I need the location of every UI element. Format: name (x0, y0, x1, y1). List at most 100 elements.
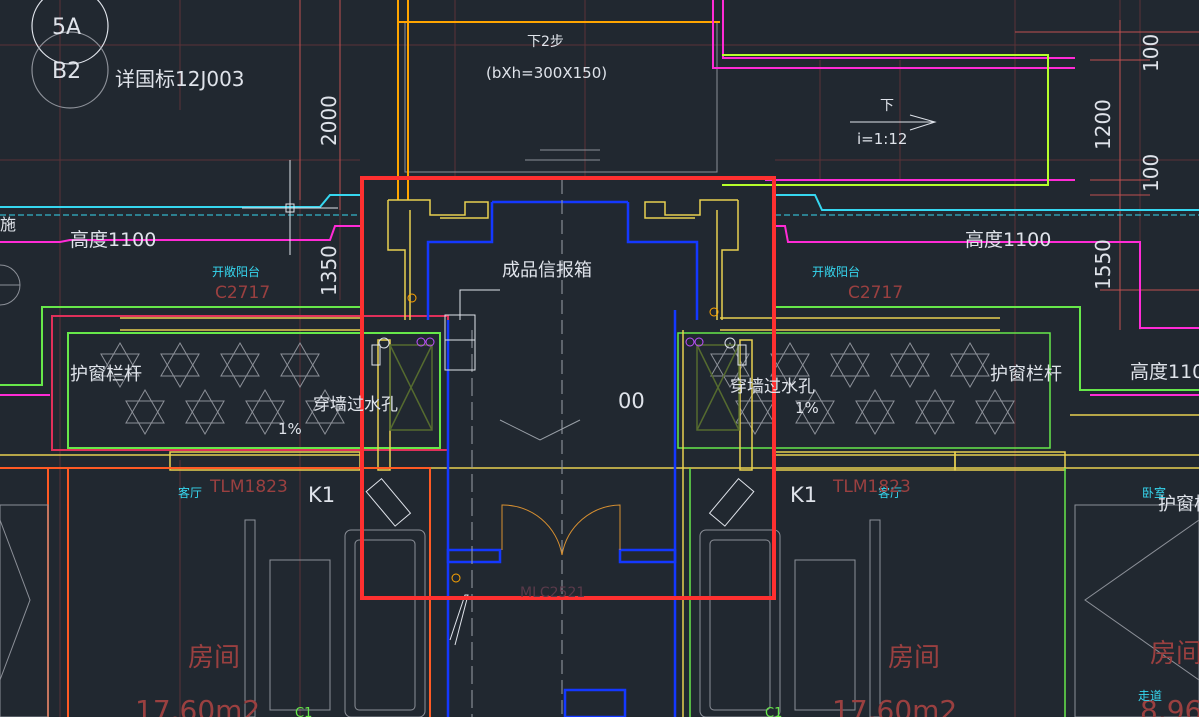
rail-star-mark (890, 353, 930, 389)
furniture (0, 478, 1199, 717)
label-rail-right: 护窗栏杆 (990, 364, 1062, 385)
label-k1-left: K1 (308, 483, 335, 507)
grid-bubble-5a (31, 0, 109, 65)
label-detail-ref: 详国标12J003 (115, 67, 245, 91)
grid-bubble-b2 (31, 31, 109, 109)
rail-star-mark (915, 388, 955, 424)
green-room-walls (689, 468, 1066, 717)
label-k1-right: K1 (790, 483, 817, 507)
rail-star-mark (100, 353, 140, 389)
label-slope-right: 1% (795, 399, 819, 417)
label-left-partial: 施 (0, 215, 16, 234)
label-c1-left: C1 (295, 706, 312, 717)
label-door-right: TLM1823 (832, 477, 911, 497)
drain-boxes (389, 344, 740, 431)
label-grid-5a: 5A (52, 15, 81, 40)
label-balcony-left: 开敞阳台 (212, 264, 260, 279)
rail-star-mark (735, 388, 775, 424)
rail-star-mark (770, 353, 810, 389)
rail-star-mark (245, 388, 285, 424)
label-area-left: 17.60m2 (135, 694, 260, 717)
rail-star-mark (100, 341, 140, 377)
dim-100-bottom: 100 (1139, 154, 1163, 192)
dim-1350: 1350 (317, 245, 341, 296)
rail-star-mark (795, 400, 835, 436)
rail-star-mark (830, 353, 870, 389)
ramp-arrow (850, 114, 937, 131)
dim-2000: 2000 (317, 95, 341, 146)
label-height-left: 高度1100 (70, 229, 156, 251)
label-door-left: TLM1823 (209, 477, 288, 497)
label-window-left: C2717 (215, 283, 270, 303)
orange-wall-lines (397, 0, 720, 200)
rail-star-mark (855, 388, 895, 424)
dimension-lines (299, 0, 1199, 330)
blue-walls (426, 200, 699, 717)
rail-star-mark (975, 388, 1015, 424)
label-corridor: 走道 (1138, 689, 1162, 703)
magenta-rail-lines (0, 225, 1199, 396)
label-area-far-right: 8.96m (1140, 694, 1199, 717)
rail-star-mark (125, 388, 165, 424)
label-grid-b2: B2 (52, 59, 81, 84)
dim-1550: 1550 (1091, 239, 1115, 290)
label-stair-spec: (bXh=300X150) (486, 64, 607, 82)
rail-star-mark (160, 353, 200, 389)
label-living-right: 客厅 (878, 485, 902, 500)
mailbox-box (444, 289, 500, 371)
rail-star-mark (770, 341, 810, 377)
label-stair-down: 下2步 (527, 34, 564, 50)
label-room-right: 房间 (888, 643, 940, 673)
label-rail-far-right: 护窗栏杆 (1158, 494, 1199, 515)
entry-door-swing (501, 504, 621, 556)
rail-star-mark (975, 400, 1015, 436)
label-ramp-slope: i=1:12 (857, 130, 907, 148)
label-area-right: 17.60m2 (832, 694, 957, 717)
center-axis (471, 180, 581, 717)
entry-columns (377, 199, 753, 471)
rail-star-mark (245, 400, 285, 436)
highlight-red-frame[interactable] (360, 176, 776, 600)
label-room-left: 房间 (188, 643, 240, 673)
label-window-right: C2717 (848, 283, 903, 303)
label-rail-left: 护窗栏杆 (70, 364, 142, 385)
green-balcony-left (0, 306, 441, 449)
rail-star-mark (280, 341, 320, 377)
rail-star-mark (220, 341, 260, 377)
rail-star-mark (855, 400, 895, 436)
rail-star-mark (220, 353, 260, 389)
rail-star-mark (915, 400, 955, 436)
rail-star-mark (160, 341, 200, 377)
label-drain-left: 穿墙过水孔 (313, 395, 398, 415)
green-balcony-right (677, 306, 1199, 449)
rail-star-mark (830, 341, 870, 377)
label-main-door: MLC2521 (520, 585, 585, 601)
dim-100-top: 100 (1139, 34, 1163, 72)
label-mailbox: 成品信报箱 (502, 260, 592, 281)
ramp-outline (722, 54, 1049, 186)
rail-star-mark (950, 341, 990, 377)
magenta-walls-top (712, 0, 1075, 181)
rail-star-mark (185, 400, 225, 436)
left-partial-circle (0, 264, 21, 306)
rail-star-mark (125, 400, 165, 436)
crosshair-cursor (242, 160, 338, 255)
label-center-mark: 00 (618, 389, 645, 413)
label-c1-right: C1 (765, 706, 782, 717)
label-room-far-right: 房间 (1150, 639, 1199, 669)
label-bedroom-right: 卧室 (1142, 485, 1166, 500)
grid-bubbles (31, 0, 109, 109)
rail-star-mark (280, 353, 320, 389)
text-labels: 5A B2 详国标12J003 2000 1350 100 1200 100 1… (0, 15, 1199, 717)
rail-star-mark (305, 400, 345, 436)
small-fixtures (371, 293, 747, 583)
label-living-left: 客厅 (178, 485, 202, 500)
label-height-right: 高度1100 (965, 229, 1051, 251)
label-ramp-down: 下 (880, 98, 894, 114)
label-height-far-right: 高度110 (1130, 361, 1199, 383)
label-drain-right: 穿墙过水孔 (730, 377, 815, 397)
rail-star-mark (305, 388, 345, 424)
rail-star-mark (890, 341, 930, 377)
